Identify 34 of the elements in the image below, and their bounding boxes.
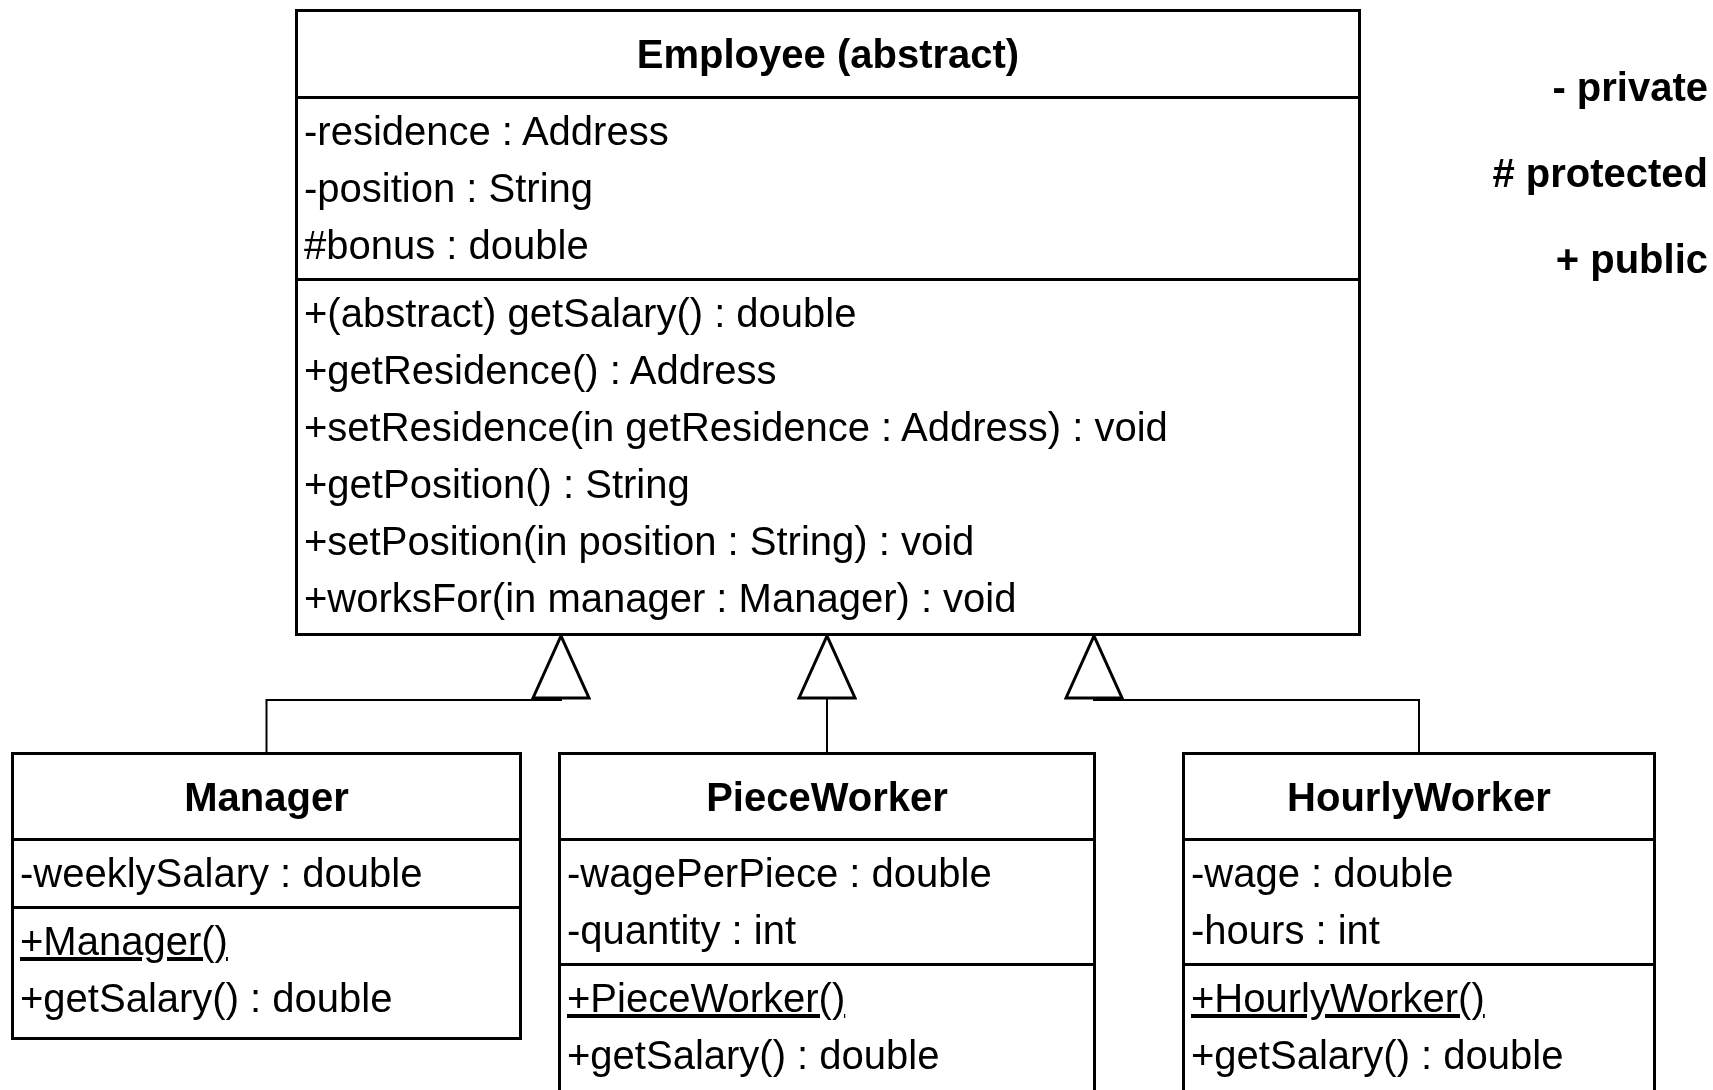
inheritance-arrow bbox=[265, 634, 591, 753]
operation-text: +getSalary() : double bbox=[1190, 1032, 1565, 1079]
class-name: HourlyWorker bbox=[1287, 773, 1551, 821]
attribute-text: -position : String bbox=[303, 165, 595, 212]
attribute-text: #bonus : double bbox=[303, 222, 590, 269]
attribute-text: -hours : int bbox=[1190, 907, 1381, 954]
class-box bbox=[11, 752, 522, 1040]
inheritance-arrow bbox=[1064, 634, 1420, 753]
attribute-text: -quantity : int bbox=[566, 907, 797, 954]
class-box bbox=[558, 752, 1096, 1090]
operation-text: +setResidence(in getResidence : Address) : void bbox=[303, 404, 1169, 451]
class-box bbox=[1182, 752, 1656, 1090]
operation-text: +worksFor(in manager : Manager) : void bbox=[303, 575, 1018, 622]
attribute-text: -wagePerPiece : double bbox=[566, 850, 993, 897]
operation-text: +setPosition(in position : String) : void bbox=[303, 518, 976, 565]
visibility-note: # protected bbox=[1492, 150, 1708, 197]
operation-text: +(abstract) getSalary() : double bbox=[303, 290, 858, 337]
operation-text: +getSalary() : double bbox=[566, 1032, 941, 1079]
attribute-text: -weeklySalary : double bbox=[19, 850, 424, 897]
class-name: PieceWorker bbox=[706, 773, 948, 821]
attribute-text: -residence : Address bbox=[303, 108, 670, 155]
class-box bbox=[295, 9, 1361, 636]
operation-text: +getResidence() : Address bbox=[303, 347, 778, 394]
visibility-note: - private bbox=[1552, 64, 1708, 111]
inheritance-arrow bbox=[797, 634, 857, 753]
constructor-text: +PieceWorker() bbox=[566, 975, 847, 1022]
visibility-note: + public bbox=[1555, 236, 1708, 283]
constructor-text: +Manager() bbox=[19, 918, 229, 965]
class-name: Manager bbox=[184, 773, 349, 821]
operation-text: +getSalary() : double bbox=[19, 975, 394, 1022]
operation-text: +getPosition() : String bbox=[303, 461, 691, 508]
class-name: Employee (abstract) bbox=[636, 31, 1020, 78]
constructor-text: +HourlyWorker() bbox=[1190, 975, 1486, 1022]
attribute-text: -wage : double bbox=[1190, 850, 1455, 897]
